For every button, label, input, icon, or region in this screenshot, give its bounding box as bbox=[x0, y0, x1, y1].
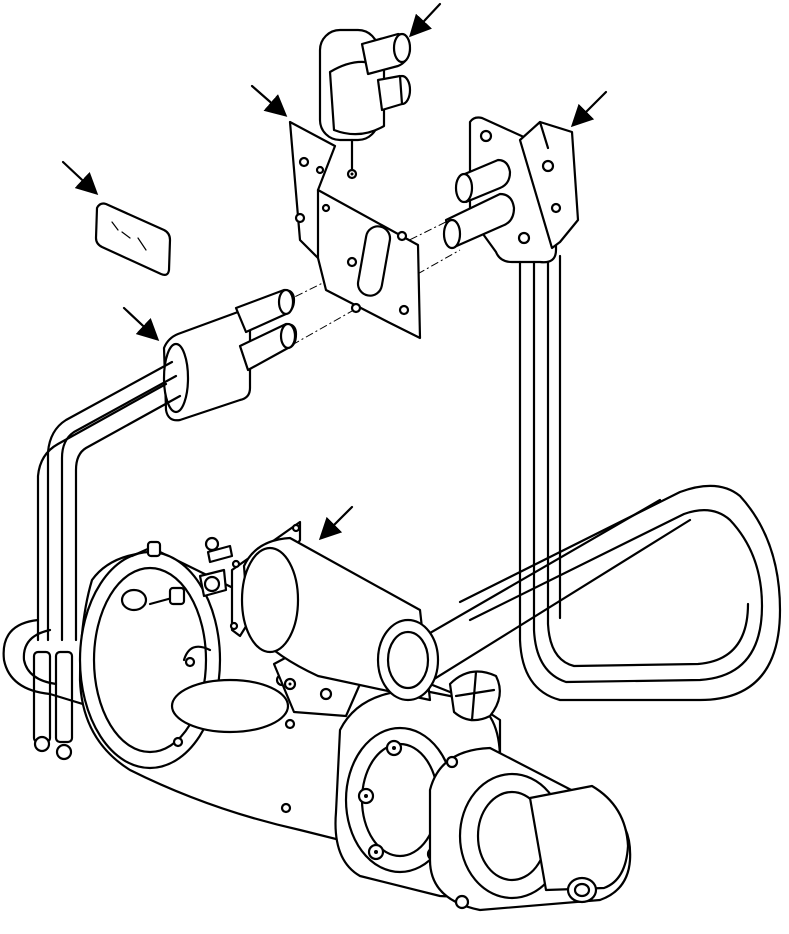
starter-solenoid bbox=[130, 520, 440, 702]
wire-clip bbox=[318, 28, 412, 180]
callout-arrows bbox=[61, 2, 608, 541]
arrow-insulator-bracket bbox=[570, 90, 608, 128]
label-decal bbox=[94, 202, 172, 276]
arrow-starter-solenoid bbox=[318, 505, 354, 541]
arrow-label-decal bbox=[61, 160, 99, 196]
starter-motor bbox=[78, 550, 632, 912]
connector-boot bbox=[162, 288, 298, 422]
insulator-bracket bbox=[442, 116, 580, 264]
arrow-wire-clip bbox=[408, 2, 442, 38]
arrow-connector-boot bbox=[122, 306, 160, 342]
fastener-details bbox=[288, 172, 396, 854]
arrow-mounting-bracket bbox=[250, 84, 288, 117]
mounting-bracket bbox=[288, 120, 422, 340]
